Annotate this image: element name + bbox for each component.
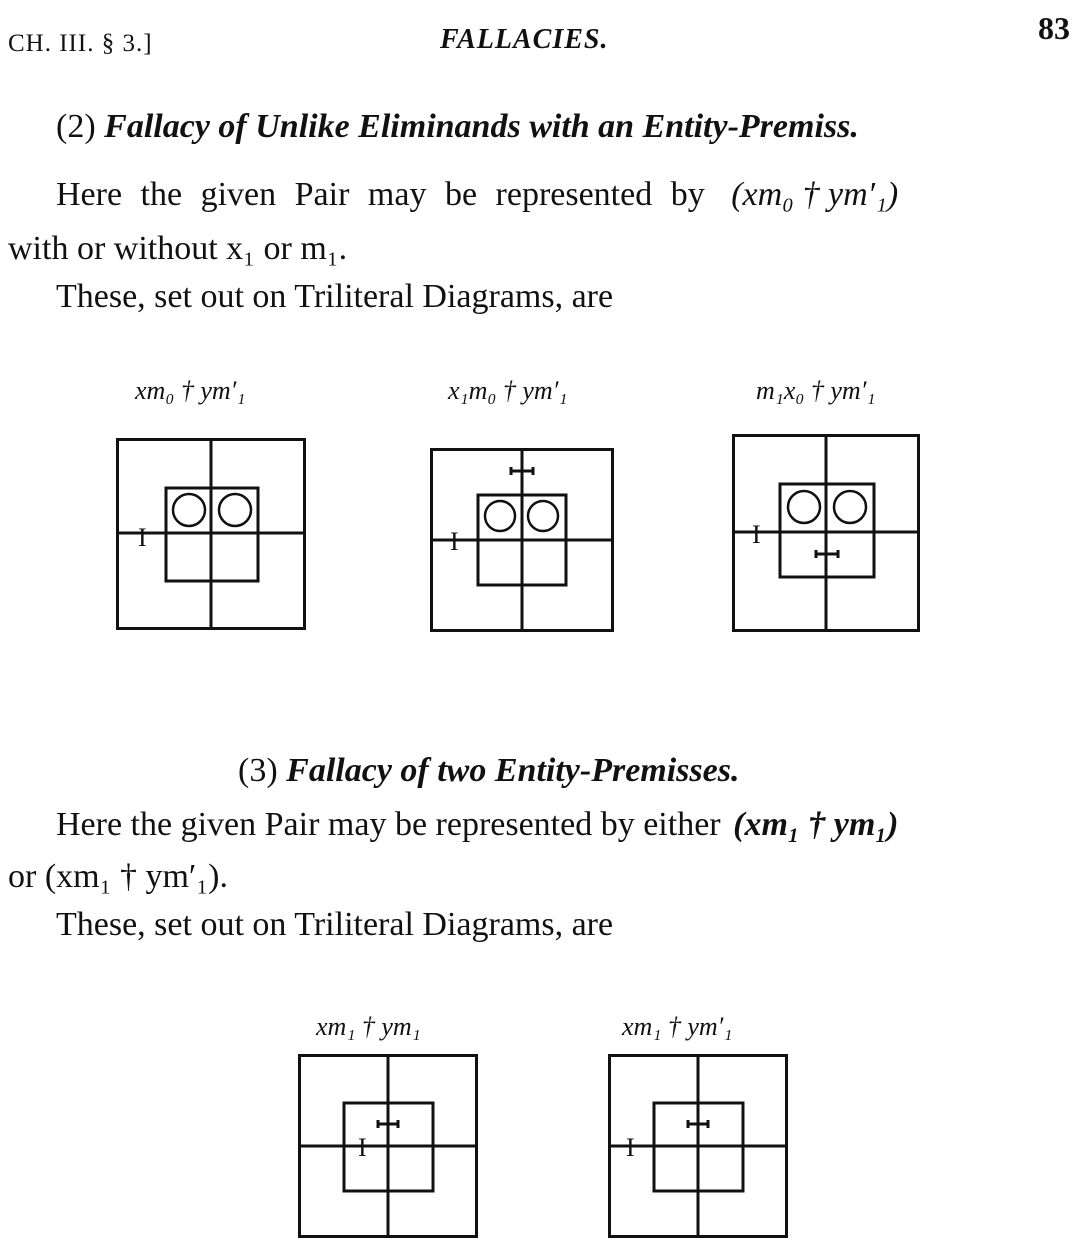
- entity-mark-horizontal: [686, 1120, 710, 1128]
- entity-mark-horizontal: [376, 1120, 400, 1128]
- entity-mark: I: [450, 527, 459, 556]
- diagram-caption: xm₁ † ym₁: [316, 1012, 421, 1041]
- diagram-caption: xm₁ † ym′₁: [622, 1012, 733, 1041]
- section-2-title: Fallacy of Unlike Eliminands with an Ent…: [104, 108, 859, 145]
- section-3-line-1-formula: (xm₁ † ym₁): [733, 806, 899, 843]
- section-2-line-2: with or without x₁ or m₁.: [8, 230, 348, 267]
- section-3-line-2: or (xm₁ † ym′₁).: [8, 858, 229, 895]
- zero-circle: [526, 499, 560, 533]
- triliteral-diagram: I: [116, 438, 306, 630]
- triliteral-diagram: I: [430, 448, 614, 632]
- section-2-line-1-text: Here the given Pair may be represented b…: [56, 176, 705, 213]
- running-head-chapter: CH. III. § 3.]: [8, 30, 153, 57]
- diagram-caption: xm₀ † ym′₁: [135, 376, 246, 405]
- diagram-caption: m₁x₀ † ym′₁: [756, 376, 876, 405]
- running-head-title: FALLACIES.: [440, 24, 609, 55]
- zero-circle: [832, 489, 868, 525]
- section-3-number: (3): [238, 752, 278, 789]
- section-2-heading: (2) Fallacy of Unlike Eliminands with an…: [56, 108, 859, 146]
- entity-mark: I: [138, 523, 147, 552]
- section-2-line-1-formula: (xm₀ † ym′₁): [731, 176, 899, 213]
- zero-circle: [786, 489, 822, 525]
- entity-mark: I: [752, 520, 761, 549]
- entity-mark-horizontal: [509, 467, 535, 475]
- section-3-line-3: These, set out on Triliteral Diagrams, a…: [56, 906, 614, 943]
- section-3-heading: (3) Fallacy of two Entity-Premisses.: [238, 752, 739, 790]
- section-2-number: (2): [56, 108, 96, 145]
- section-3-title: Fallacy of two Entity-Premisses.: [286, 752, 740, 789]
- zero-circle: [217, 492, 253, 528]
- entity-mark: I: [358, 1133, 367, 1162]
- entity-mark: I: [626, 1133, 635, 1162]
- zero-circle: [483, 499, 517, 533]
- triliteral-diagram: I: [608, 1054, 788, 1238]
- section-3-line-1-text: Here the given Pair may be represented b…: [56, 806, 721, 843]
- entity-mark-horizontal: [814, 550, 840, 558]
- diagram-caption: x₁m₀ † ym′₁: [448, 376, 568, 405]
- section-2-line-1: Here the given Pair may be represented b…: [56, 176, 898, 214]
- section-2-line-3: These, set out on Triliteral Diagrams, a…: [56, 278, 614, 315]
- page-number: 83: [1038, 10, 1070, 46]
- triliteral-diagram: I: [732, 434, 920, 632]
- zero-circle: [171, 492, 207, 528]
- triliteral-diagram: I: [298, 1054, 478, 1238]
- section-3-line-1: Here the given Pair may be represented b…: [56, 806, 898, 844]
